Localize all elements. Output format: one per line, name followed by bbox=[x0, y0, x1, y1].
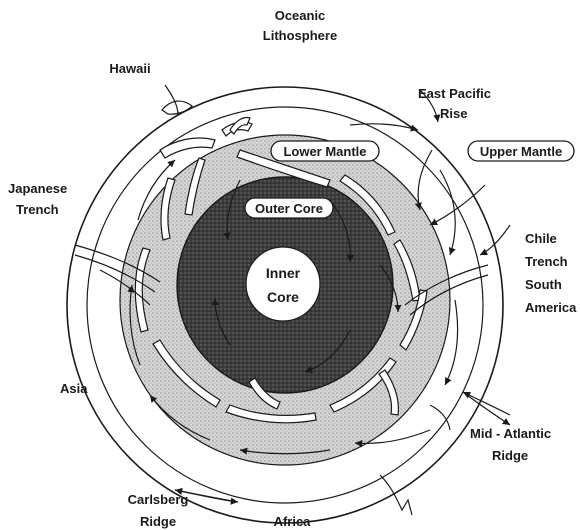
label-outer-core: Outer Core bbox=[255, 201, 323, 216]
label-mid-atlantic: Mid - Atlantic bbox=[470, 426, 551, 441]
label-south: South bbox=[525, 277, 562, 292]
label-japanese: Japanese bbox=[8, 181, 67, 196]
label-hawaii: Hawaii bbox=[109, 61, 150, 76]
label-oceanic: Oceanic bbox=[275, 8, 326, 23]
label-chile-trench: Trench bbox=[525, 254, 568, 269]
label-mid-atlantic-ridge: Ridge bbox=[492, 448, 528, 463]
label-rise: Rise bbox=[440, 106, 467, 121]
label-carlsberg: Carlsberg bbox=[128, 492, 189, 507]
label-carlsberg-ridge: Ridge bbox=[140, 514, 176, 529]
label-core: Core bbox=[267, 289, 299, 305]
label-upper-mantle: Upper Mantle bbox=[480, 144, 562, 159]
label-japanese-trench: Trench bbox=[16, 202, 59, 217]
label-chile: Chile bbox=[525, 231, 557, 246]
label-america: America bbox=[525, 300, 577, 315]
label-asia: Asia bbox=[60, 381, 88, 396]
label-lower-mantle: Lower Mantle bbox=[283, 144, 366, 159]
label-lithosphere: Lithosphere bbox=[263, 28, 337, 43]
label-inner: Inner bbox=[266, 265, 301, 281]
label-east-pacific: East Pacific bbox=[418, 86, 491, 101]
label-africa: Africa bbox=[274, 514, 312, 529]
inner-core-region bbox=[246, 247, 320, 321]
